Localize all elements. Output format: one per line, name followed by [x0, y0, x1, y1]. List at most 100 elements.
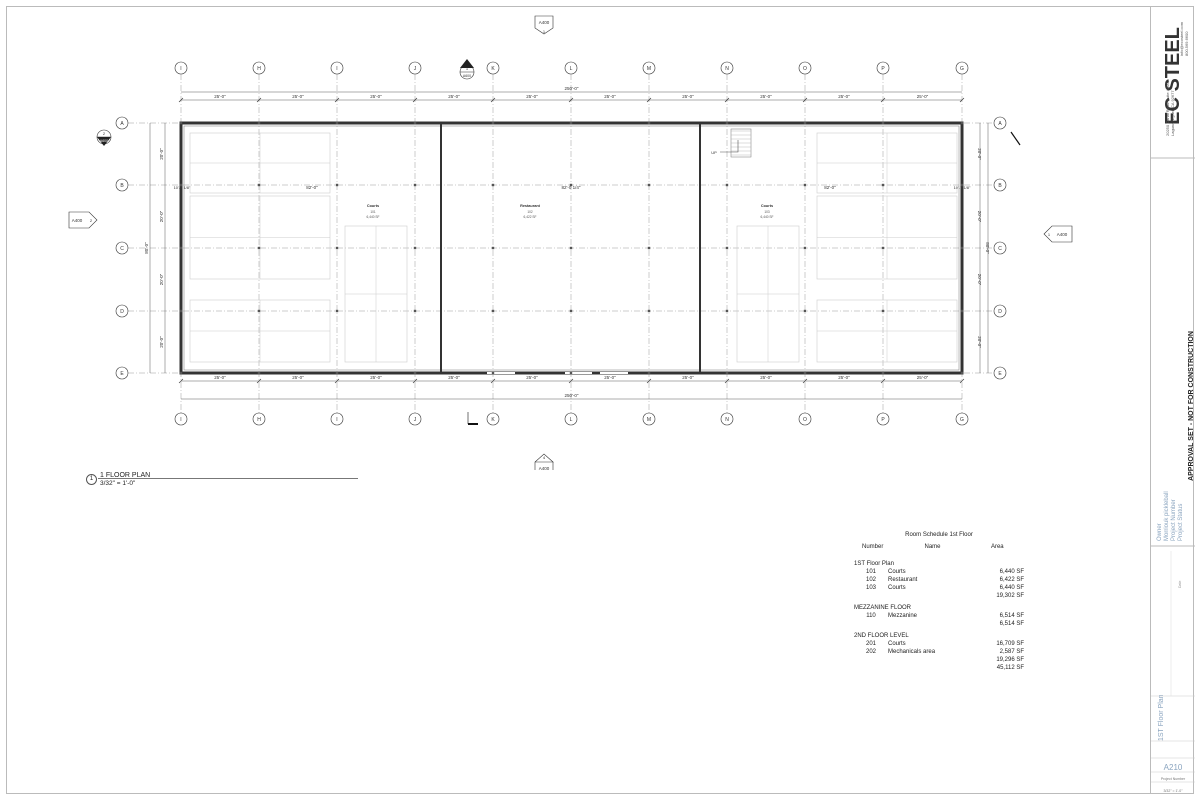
schedule-cell-name: Mezzanine	[888, 613, 918, 619]
column-marker	[960, 121, 964, 125]
column-marker	[569, 309, 573, 313]
dimension-tick	[490, 97, 496, 103]
schedule-cell-name: Mechanicals area	[888, 649, 936, 655]
grid-bubble	[252, 412, 266, 426]
dimension-text: 25'-0"	[682, 94, 694, 99]
column-marker	[960, 371, 964, 375]
detail-mark-2-pointer	[97, 137, 111, 146]
section-mark-right-sheet: A400	[1057, 232, 1068, 237]
schedule-cell-name: Restaurant	[888, 577, 918, 583]
dimension-text: 25'-0"	[448, 375, 460, 380]
schedule-header-name: Name	[924, 544, 941, 550]
dimension-text: 250'-0"	[565, 86, 579, 91]
grid-bubble-label: E	[120, 371, 124, 377]
grid-bubble-label: L	[570, 417, 573, 423]
room-area: 6,422 SF	[524, 215, 537, 219]
dimension-tick	[178, 97, 184, 103]
schedule-grand-total-row: 45,112 SF	[854, 664, 1024, 672]
schedule-subtotal: 19,302 SF	[996, 593, 1024, 599]
company-logo: EC STEEL	[1162, 27, 1184, 125]
stair-arrow	[720, 140, 739, 153]
column-marker	[647, 183, 651, 187]
column-marker	[179, 371, 183, 375]
grid-bubble-label: M	[647, 66, 651, 72]
dimension-tick	[412, 378, 418, 384]
dimension-text: 25'-0"	[526, 94, 538, 99]
schedule-group-label: 2ND FLOOR LEVEL	[854, 633, 909, 639]
grid-bubble-label: H	[257, 417, 261, 423]
company-address-2: Laguna Niguel, CA 92677	[1170, 90, 1175, 136]
dimension-tick	[412, 97, 418, 103]
column-marker	[491, 371, 495, 375]
dimension-text: 25'-0"	[214, 375, 226, 380]
dimension-text: 25'-0"	[604, 94, 616, 99]
column-marker	[647, 121, 651, 125]
dimension-text: 20'-0"	[159, 336, 164, 348]
grid-bubble	[486, 412, 500, 426]
grid-bubble	[115, 304, 129, 318]
column-marker	[569, 246, 573, 250]
section-mark-right	[1043, 225, 1073, 243]
project-name: Morriouk pickleball	[1164, 491, 1170, 541]
schedule-cell-area: 2,587 SF	[999, 649, 1024, 655]
column-marker	[647, 246, 651, 250]
column-marker	[257, 371, 261, 375]
dimension-text: 25'-0"	[214, 94, 226, 99]
schedule-group-label: 1ST Floor Plan	[854, 561, 894, 567]
column-marker	[335, 183, 339, 187]
column-marker	[881, 121, 885, 125]
schedule-cell-number: 201	[865, 641, 876, 647]
dimension-tick	[880, 97, 886, 103]
schedule-header: Number Name Area	[854, 544, 1024, 550]
grid-bubble-label: O	[803, 417, 807, 423]
column-marker	[881, 246, 885, 250]
dimension-tick	[646, 97, 652, 103]
dimension-text: 25'-0"	[760, 94, 772, 99]
room-number: 101	[370, 210, 376, 214]
schedule-header-number: Number	[862, 544, 884, 550]
schedule-cell-name: Courts	[888, 641, 906, 647]
dimension-tick	[724, 97, 730, 103]
grid-bubble	[720, 412, 734, 426]
dimension-tick	[959, 97, 965, 103]
grid-bubble-label: A	[120, 121, 124, 127]
dimension-text: 25'-0"	[682, 375, 694, 380]
grid-bubble	[115, 366, 129, 380]
grid-bubble	[993, 241, 1007, 255]
grid-bubble	[993, 178, 1007, 192]
column-marker	[960, 246, 964, 250]
column-marker	[335, 309, 339, 313]
column-marker	[491, 309, 495, 313]
grid-bubble-label: K	[491, 417, 495, 423]
column-marker	[881, 371, 885, 375]
section-mark-bottom-sheet: A400	[539, 466, 550, 470]
column-marker	[179, 246, 183, 250]
schedule-cell-number: 101	[865, 569, 876, 575]
dimension-tick	[724, 378, 730, 384]
column-marker	[960, 183, 964, 187]
grid-bubble	[115, 241, 129, 255]
grid-bubble-label: D	[120, 309, 124, 315]
column-marker	[725, 371, 729, 375]
dimension-tick	[256, 97, 262, 103]
owner-label: Owner	[1157, 523, 1163, 541]
schedule-grand-total: 45,112 SF	[996, 665, 1024, 671]
column-marker	[179, 121, 183, 125]
column-marker	[491, 246, 495, 250]
column-marker	[569, 183, 573, 187]
dimension-text: 20'-0"	[977, 274, 982, 286]
schedule-subtotal-row: 19,302 SF	[854, 592, 1024, 600]
schedule-cell-number: 202	[865, 649, 876, 655]
room-name: Courts	[761, 204, 773, 208]
grid-bubble	[993, 116, 1007, 130]
grid-bubble-label: J	[414, 417, 417, 423]
column-marker	[960, 309, 964, 313]
dimension-tick	[802, 97, 808, 103]
detail-mark-1-sheet: A600	[463, 74, 471, 78]
room-name: Restaurant	[520, 204, 541, 208]
dimension-text: 80'-0"	[144, 242, 149, 254]
dimension-text: 20'-0"	[159, 273, 164, 285]
